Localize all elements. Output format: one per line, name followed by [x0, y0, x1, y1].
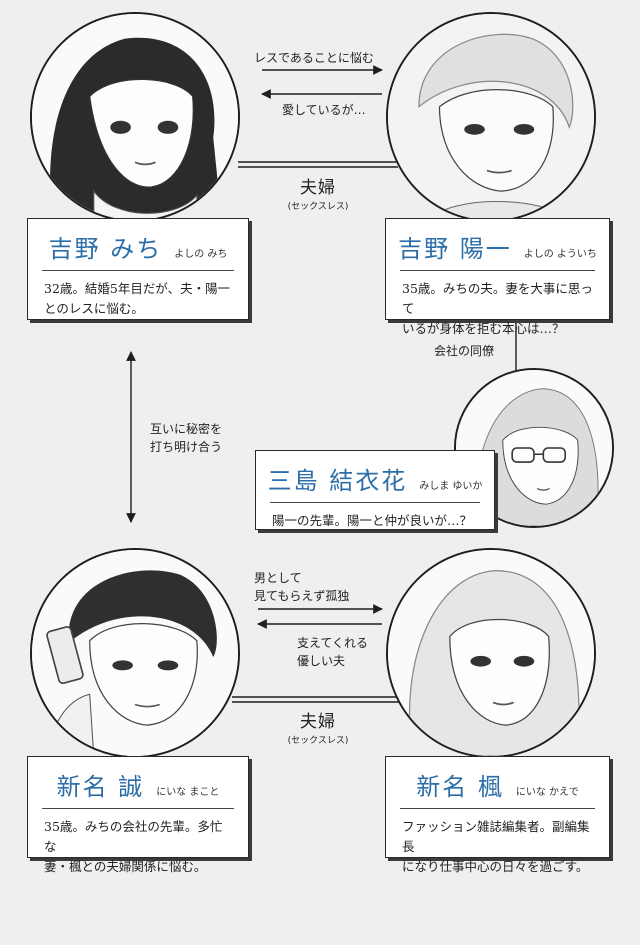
relation-label-coworker: 会社の同僚	[434, 344, 495, 358]
character-reading: よしの みち	[174, 249, 228, 260]
character-description: 35歳。みちの会社の先輩。多忙な 妻・楓との夫婦関係に悩む。	[44, 817, 234, 877]
desc-line: 35歳。みちの夫。妻を大事に思って	[402, 281, 593, 316]
relation-label-secret: 互いに秘密を 打ち明け合う	[150, 420, 222, 456]
card-michi: 吉野 みち よしの みち 32歳。結婚5年目だが、夫・陽一 とのレスに悩む。	[27, 218, 249, 320]
arrow-label-line: 支えてくれる	[297, 636, 369, 650]
character-name: 新名 楓	[416, 773, 504, 801]
desc-line: になり仕事中心の日々を過ごす。	[402, 859, 589, 874]
character-reading: よしの よういち	[523, 249, 597, 260]
character-description: ファッション雑誌編集者。副編集長 になり仕事中心の日々を過ごす。	[402, 817, 595, 877]
character-description: 32歳。結婚5年目だが、夫・陽一 とのレスに悩む。	[44, 279, 234, 319]
name-row: 新名 楓 にいな かえで	[400, 767, 595, 809]
desc-line: 32歳。結婚5年目だが、夫・陽一	[44, 281, 231, 296]
portrait-yoichi	[386, 12, 596, 222]
woman-face-icon	[32, 14, 238, 220]
portrait-makoto	[30, 548, 240, 758]
relation-label-bottom-left: 支えてくれる 優しい夫	[297, 634, 368, 670]
couple-label: 夫婦	[300, 178, 336, 198]
name-row: 吉野 陽一 よしの よういち	[398, 229, 597, 271]
character-description: 陽一の先輩。陽一と仲が良いが…？	[272, 511, 480, 531]
card-makoto: 新名 誠 にいな まこと 35歳。みちの会社の先輩。多忙な 妻・楓との夫婦関係に…	[27, 756, 249, 874]
relation-label-bottom-right: 男として 見てもらえず孤独	[254, 569, 349, 605]
couple-sublabel: (セックスレス)	[287, 202, 349, 212]
man-face-icon	[388, 14, 594, 220]
relation-couple-bottom: 夫婦 (セックスレス)	[278, 707, 358, 746]
secret-line: 打ち明け合う	[150, 440, 223, 454]
arrow-label-line: 男として	[254, 571, 302, 585]
arrow-label-line: 優しい夫	[297, 654, 346, 668]
name-row: 新名 誠 にいな まこと	[42, 767, 234, 809]
character-reading: みしま ゆいか	[419, 481, 483, 492]
man-phone-face-icon	[32, 550, 238, 756]
desc-line: 妻・楓との夫婦関係に悩む。	[44, 859, 207, 874]
relation-couple-top: 夫婦 (セックスレス)	[278, 173, 358, 212]
name-row: 吉野 みち よしの みち	[42, 229, 234, 271]
desc-line: 35歳。みちの会社の先輩。多忙な	[44, 819, 223, 854]
name-row: 三島 結衣花 みしま ゆいか	[267, 461, 483, 503]
card-yuika: 三島 結衣花 みしま ゆいか 陽一の先輩。陽一と仲が良いが…？	[255, 450, 495, 530]
arrow-label-line: 見てもらえず孤独	[254, 589, 350, 603]
couple-sublabel: (セックスレス)	[287, 736, 349, 746]
desc-line: いるが身体を拒む本心は…？	[402, 321, 565, 336]
card-yoichi: 吉野 陽一 よしの よういち 35歳。みちの夫。妻を大事に思って いるが身体を拒…	[385, 218, 610, 336]
secret-line: 互いに秘密を	[150, 422, 223, 436]
portrait-yuika	[454, 368, 614, 528]
relation-label-top-right: レスであることに悩む	[254, 51, 374, 65]
couple-label: 夫婦	[300, 712, 336, 732]
character-name: 新名 誠	[56, 773, 145, 801]
character-name: 吉野 みち	[48, 235, 163, 263]
desc-line: とのレスに悩む。	[44, 301, 144, 316]
portrait-kaede	[386, 548, 596, 758]
woman-long-hair-face-icon	[388, 550, 594, 756]
desc-line: ファッション雑誌編集者。副編集長	[402, 819, 590, 854]
character-name: 三島 結衣花	[267, 467, 408, 495]
character-reading: にいな まこと	[156, 787, 220, 798]
relation-label-top-left: 愛しているが…	[282, 103, 366, 117]
character-name: 吉野 陽一	[398, 235, 512, 263]
portrait-michi	[30, 12, 240, 222]
desc-line: 陽一の先輩。陽一と仲が良いが…？	[272, 513, 473, 528]
character-reading: にいな かえで	[515, 787, 579, 798]
character-description: 35歳。みちの夫。妻を大事に思って いるが身体を拒む本心は…？	[402, 279, 595, 339]
card-kaede: 新名 楓 にいな かえで ファッション雑誌編集者。副編集長 になり仕事中心の日々…	[385, 756, 610, 874]
